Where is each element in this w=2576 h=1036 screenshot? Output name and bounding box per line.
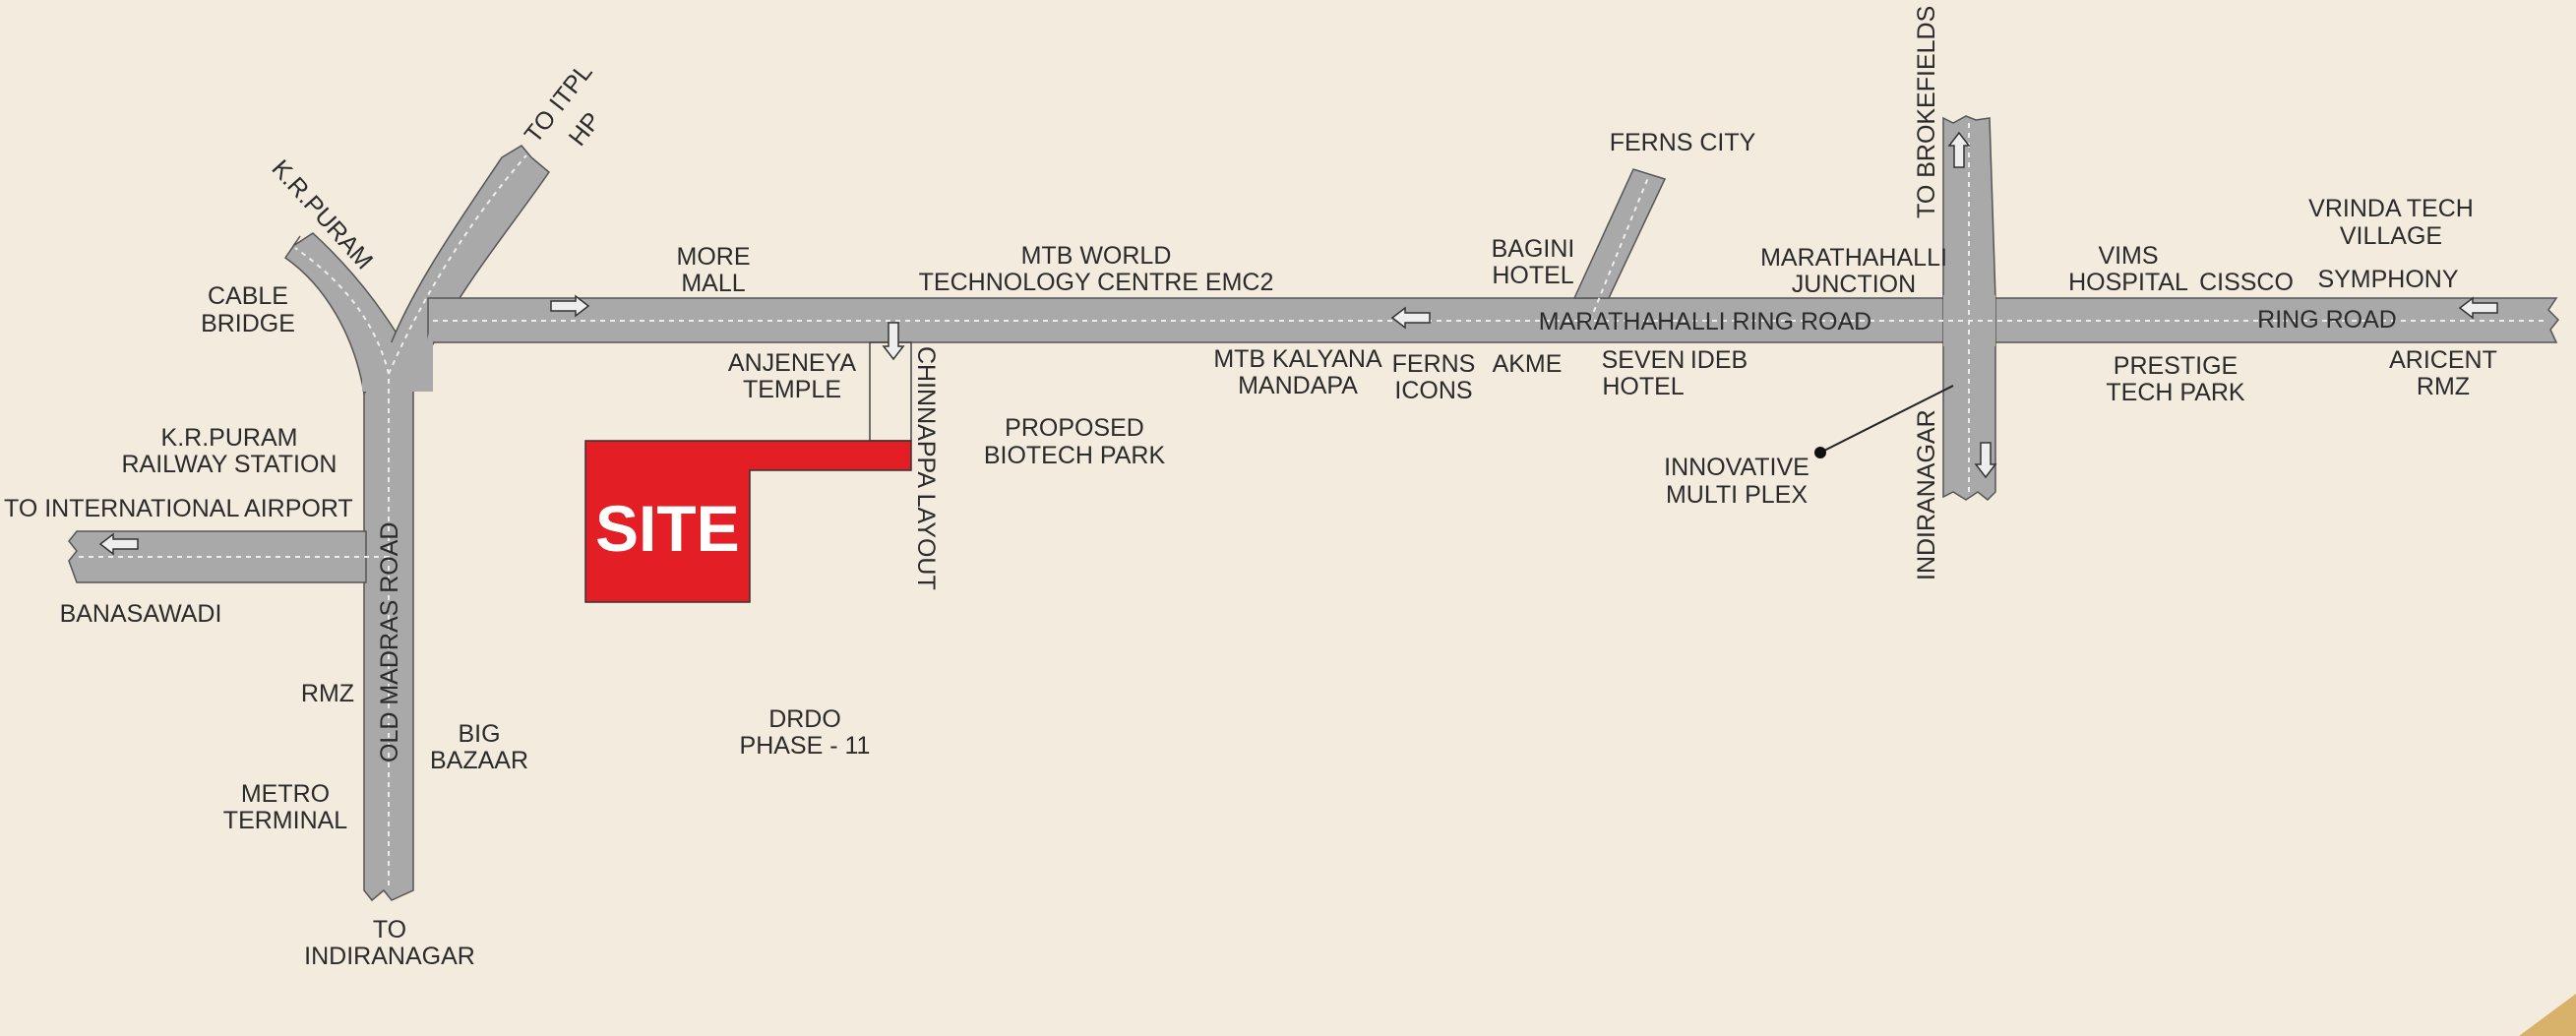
site-label: SITE	[595, 492, 740, 565]
direction-arrow-icon	[98, 131, 2498, 556]
marathahalli-junction-label: MARATHAHALLI	[1760, 244, 1947, 272]
ideb-label: IDEB	[1690, 346, 1748, 374]
innovative-multiplex-label: MULTI PLEX	[1666, 481, 1808, 509]
bagini-hotel-label: HOTEL	[1492, 262, 1573, 289]
to-airport-label: TO INTERNATIONAL AIRPORT	[4, 495, 353, 522]
proposed-biotech-label: PROPOSED	[1005, 414, 1144, 442]
metro-terminal-label: TERMINAL	[223, 807, 348, 834]
aricent-label: RMZ	[2417, 373, 2470, 400]
bagini-hotel-label: BAGINI	[1492, 235, 1575, 263]
road-label-old-madras: OLD MADRAS ROAD	[376, 522, 403, 762]
symphony-label: SYMPHONY	[2317, 266, 2458, 293]
prestige-label: TECH PARK	[2106, 379, 2245, 406]
mtb-kalyana-label: MANDAPA	[1238, 372, 1358, 399]
road-label-ring-road: RING ROAD	[2257, 306, 2397, 334]
innovative-multiplex-label: INNOVATIVE	[1664, 454, 1809, 481]
more-mall-label: MALL	[681, 270, 745, 297]
ring-road	[427, 297, 2560, 343]
drdo-label: PHASE - 11	[740, 732, 871, 760]
chinnappa-lane	[869, 341, 912, 442]
anjaneya-temple-label: ANJENEYA	[728, 349, 856, 377]
mtb-world-label: MTB WORLD	[1021, 242, 1172, 270]
vrinda-label: VRINDA TECH	[2308, 195, 2474, 222]
vims-hospital-label: VIMS	[2098, 242, 2158, 270]
corner-accent	[2519, 994, 2576, 1036]
multiplex-connector	[1819, 385, 1954, 454]
kr-puram-station-label: K.R.PURAM	[161, 424, 298, 452]
road-label-chinnappa: CHINNAPPA LAYOUT	[912, 346, 940, 590]
vrinda-label: VILLAGE	[2340, 222, 2442, 250]
big-bazaar-label: BIG	[458, 720, 500, 748]
ferns-icons-label: FERNS	[1392, 350, 1476, 378]
site-plot	[584, 440, 912, 603]
drdo-label: DRDO	[768, 705, 841, 733]
seven-hotel-label: SEVEN	[1602, 346, 1686, 374]
banasawadi-label: BANASAWADI	[60, 600, 222, 628]
anjaneya-temple-label: TEMPLE	[743, 376, 841, 403]
vims-hospital-label: HOSPITAL	[2068, 269, 2188, 296]
ferns-icons-label: ICONS	[1394, 377, 1472, 404]
ferns-city-road	[1572, 168, 1667, 299]
cable-bridge-label: CABLE	[208, 282, 288, 310]
kr-puram-station-label: RAILWAY STATION	[121, 451, 337, 478]
to-indiranagar-label: TO	[373, 916, 406, 944]
aricent-label: ARICENT	[2389, 346, 2497, 374]
cable-bridge-label: BRIDGE	[201, 310, 295, 337]
cissco-label: CISSCO	[2199, 269, 2294, 296]
marathahalli-junction-label: JUNCTION	[1792, 271, 1916, 298]
location-dot-icon	[1814, 447, 1826, 458]
proposed-biotech-label: BIOTECH PARK	[984, 442, 1166, 469]
mtb-world-label: TECHNOLOGY CENTRE EMC2	[919, 269, 1274, 296]
prestige-label: PRESTIGE	[2114, 352, 2238, 380]
place-labels: CABLE BRIDGE MORE MALL MTB WORLD TECHNOL…	[4, 129, 2497, 970]
to-indiranagar-label: INDIRANAGAR	[304, 943, 475, 970]
road-label-marathahalli: MARATHAHALLI RING ROAD	[1539, 308, 1871, 335]
road-label-to-brokefields: TO BROKEFIELDS	[1913, 6, 1940, 218]
akme-label: AKME	[1493, 350, 1563, 378]
road-label-hp: HP	[564, 107, 606, 152]
mtb-kalyana-label: MTB KALYANA	[1213, 345, 1382, 373]
ferns-city-label: FERNS CITY	[1610, 129, 1756, 156]
more-mall-label: MORE	[677, 243, 751, 271]
road-label-indiranagar: INDIRANAGAR	[1913, 409, 1940, 580]
seven-hotel-label: HOTEL	[1602, 373, 1684, 400]
road-network	[68, 115, 2560, 902]
metro-terminal-label: METRO	[241, 780, 330, 808]
big-bazaar-label: BAZAAR	[430, 747, 528, 774]
rmz-label: RMZ	[301, 680, 354, 707]
